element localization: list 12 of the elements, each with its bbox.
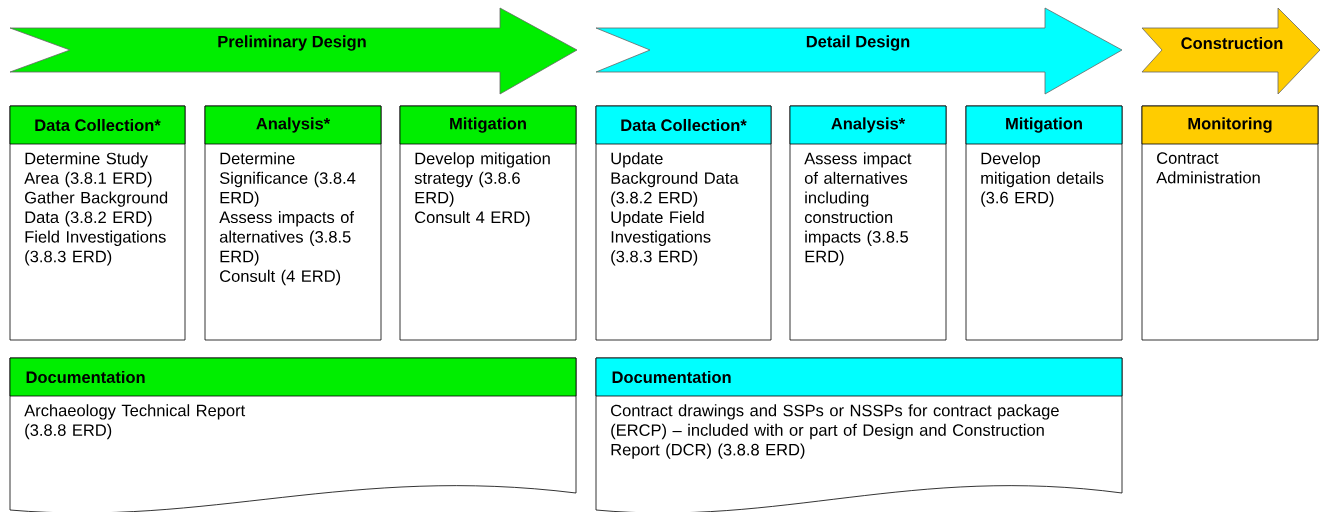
phase-banner: Preliminary Design [9,7,578,95]
process-box: Analysis* Determine Significance (3.8.4 ERD) Assess impacts of alternatives (3.8.5 ERD) Consult (4 ERD) [204,105,382,341]
phase-banner: Detail Design [595,7,1123,95]
phase-banner: Construction [1141,7,1321,95]
document-box: Documentation Archaeology Technical Report (3.8.8 ERD) [9,357,577,512]
document-box: Documentation Contract drawings and SSPs or NSSPs for contract package (ERCP) – included with or part of Design and Construction Report (DCR) (3.8.8 ERD) [595,357,1123,512]
process-box: Data Collection* Update Background Data (3.8.2 ERD) Update Field Investigations (3.8.3 ERD) [595,105,772,341]
process-box: Data Collection* Determine Study Area (3.8.1 ERD) Gather Background Data (3.8.2 ERD) Field Investigations (3.8.3 ERD) [9,105,186,341]
process-box: Analysis* Assess impact of alternatives including construction impacts (3.8.5 ERD) [789,105,947,341]
process-box: Monitoring Contract Administration [1141,105,1319,341]
process-box: Mitigation Develop mitigation details (3.6 ERD) [965,105,1123,341]
process-box: Mitigation Develop mitigation strategy (3.8.6 ERD) Consult 4 ERD) [399,105,577,341]
